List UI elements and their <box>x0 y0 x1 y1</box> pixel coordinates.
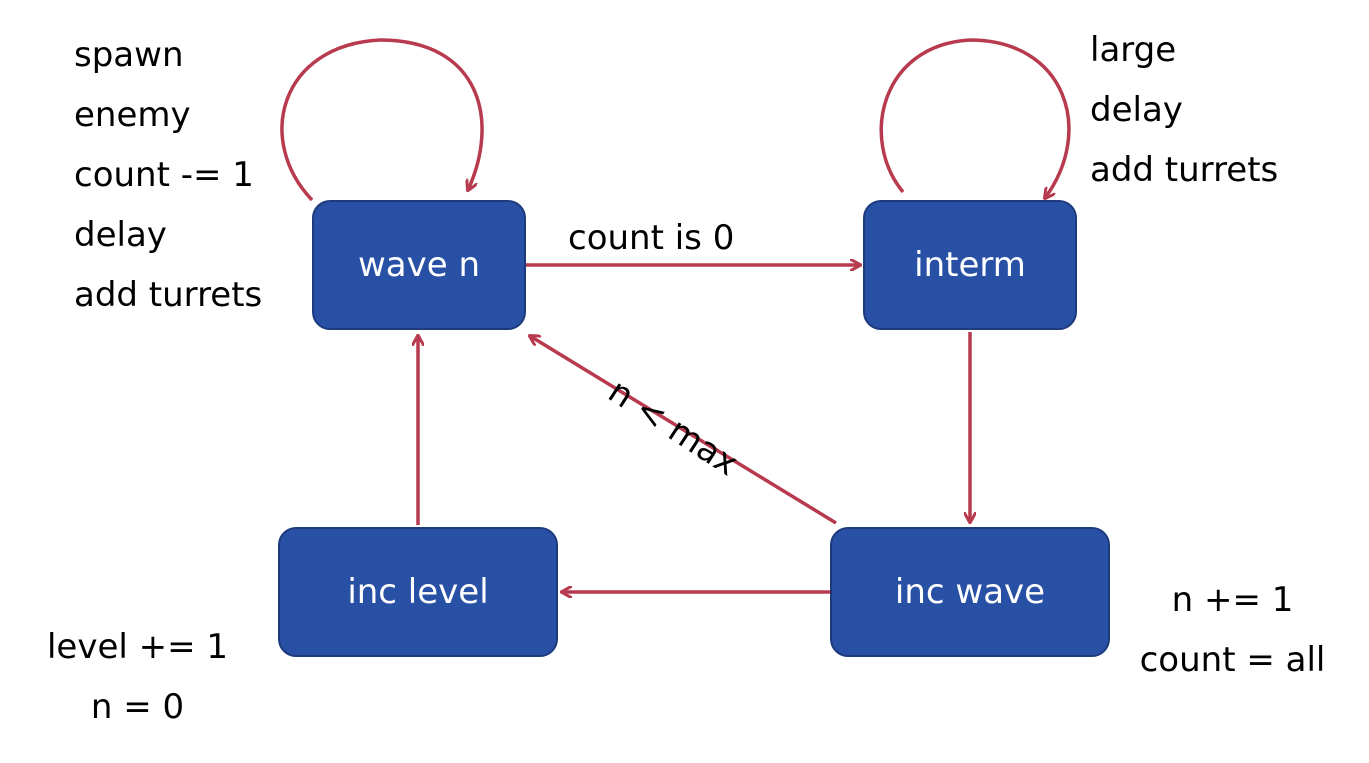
node-inc-wave: inc wave <box>830 527 1110 657</box>
inc-wave-action: count = all <box>1139 640 1326 680</box>
inc-wave-actions: n += 1 count = all <box>1125 570 1340 690</box>
wave-n-action: add turrets <box>74 275 263 315</box>
inc-level-action: n = 0 <box>90 687 185 727</box>
wave-n-action: delay <box>74 215 167 255</box>
inc-level-actions: level += 1 n = 0 <box>25 617 250 737</box>
interm-actions: large delay add turrets <box>1090 20 1278 200</box>
wave-n-actions: spawn enemy count -= 1 delay add turrets <box>74 25 262 325</box>
interm-action: delay <box>1090 90 1183 130</box>
self-loop-interm <box>879 38 1071 198</box>
inc-level-action: level += 1 <box>46 627 229 667</box>
node-interm: interm <box>863 200 1077 330</box>
node-inc-wave-label: inc wave <box>894 572 1046 612</box>
interm-action: large <box>1090 30 1177 70</box>
node-interm-label: interm <box>914 245 1026 285</box>
arrow-inc-wave-to-wave <box>530 336 837 525</box>
inc-wave-action: n += 1 <box>1171 580 1294 620</box>
self-loop-wave-n <box>280 38 484 202</box>
edge-label-count-is-0: count is 0 <box>568 218 735 258</box>
node-wave-n-label: wave n <box>357 245 481 285</box>
node-inc-level: inc level <box>278 527 558 657</box>
interm-action: add turrets <box>1090 150 1279 190</box>
node-wave-n: wave n <box>312 200 526 330</box>
wave-n-action: enemy <box>74 95 191 135</box>
node-inc-level-label: inc level <box>347 572 489 612</box>
wave-n-action: spawn <box>74 35 184 75</box>
wave-n-action: count -= 1 <box>74 155 254 195</box>
